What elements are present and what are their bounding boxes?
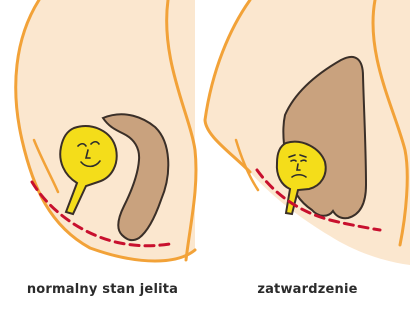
panel-constipation	[205, 0, 410, 265]
panel-normal	[0, 0, 196, 261]
caption-normal: normalny stan jelita	[0, 282, 205, 297]
caption-constipation: zatwardzenie	[205, 282, 410, 297]
